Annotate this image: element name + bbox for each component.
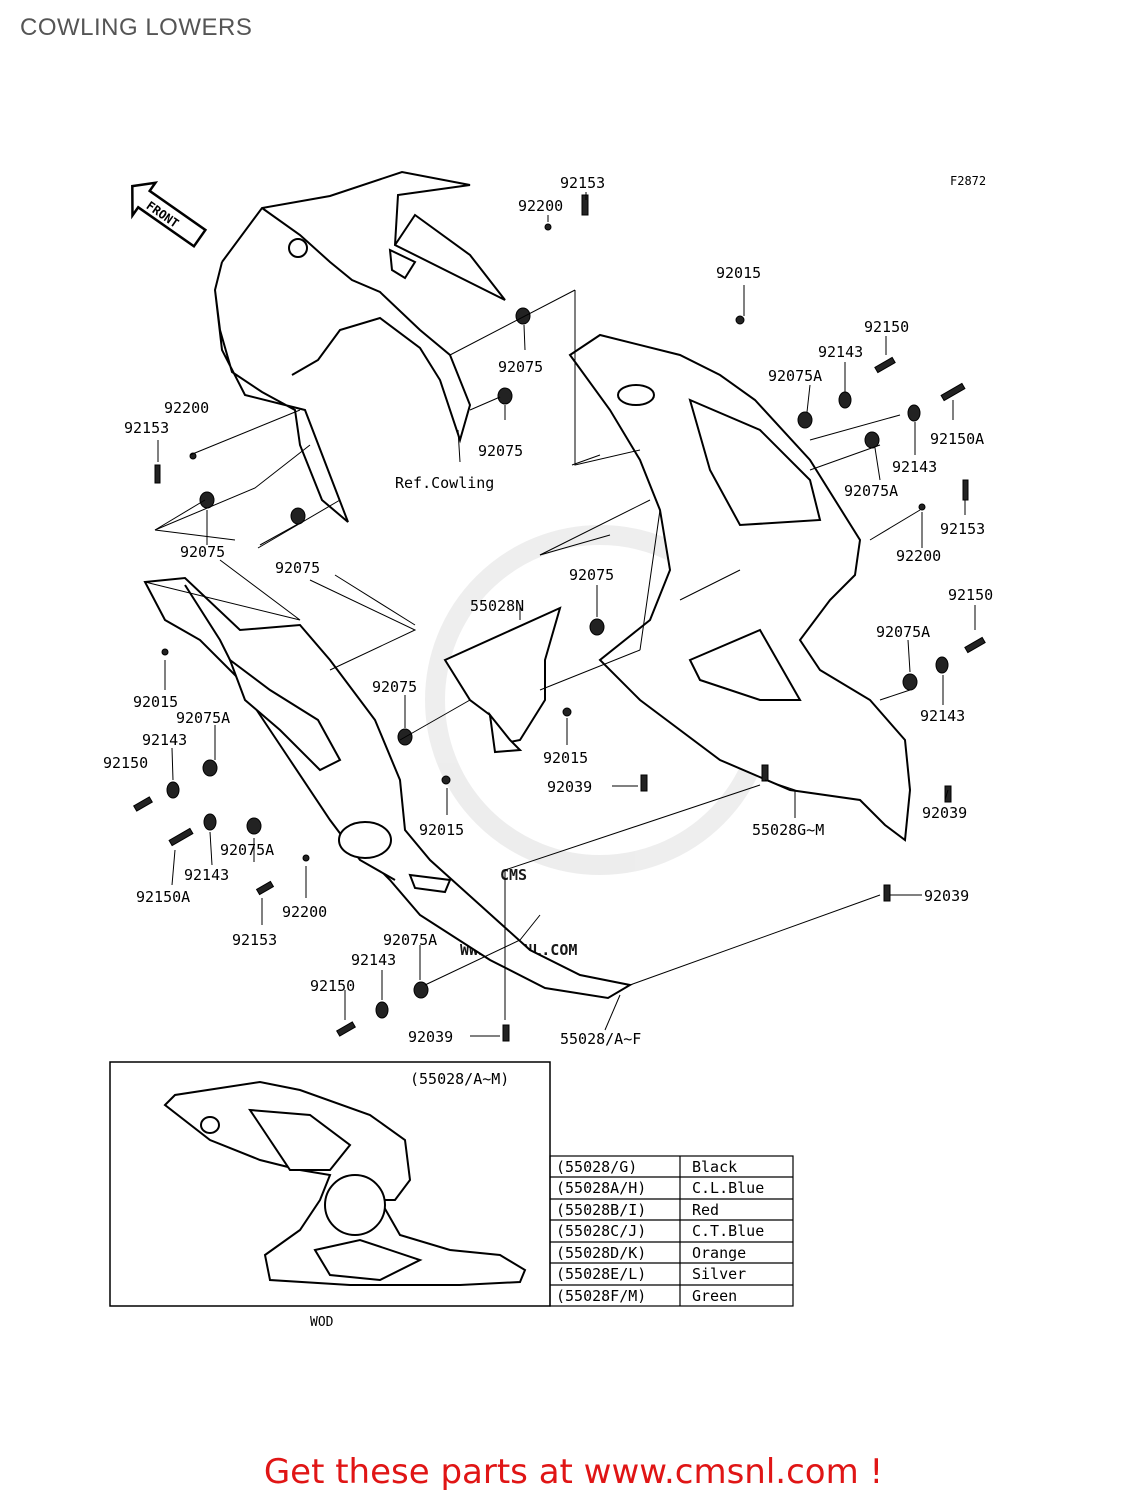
fastener-icons	[133, 194, 986, 1042]
table-row: (55028F/M) Green	[556, 1287, 737, 1305]
part-label: 92143	[142, 731, 187, 749]
part-label: 92143	[892, 458, 937, 476]
part-label: 92075A	[220, 841, 274, 859]
part-label: 92150	[864, 318, 909, 336]
part-label: 92075	[478, 442, 523, 460]
part-label: 92150	[310, 977, 355, 995]
part-label: 92015	[133, 693, 178, 711]
table-row: (55028B/I) Red	[556, 1201, 719, 1219]
table-cell-code: (55028/G)	[556, 1158, 637, 1176]
part-label: 92015	[543, 749, 588, 767]
part-label: 92153	[232, 931, 277, 949]
part-label: 92150	[948, 586, 993, 604]
part-label: 92150A	[930, 430, 984, 448]
part-label: 55028N	[470, 597, 524, 615]
part-label: 92039	[547, 778, 592, 796]
part-label: 92075A	[876, 623, 930, 641]
table-cell-color: Green	[692, 1287, 737, 1305]
table-cell-code: (55028F/M)	[556, 1287, 646, 1305]
part-label: 92075A	[768, 367, 822, 385]
part-label: 92075A	[383, 931, 437, 949]
table-cell-color: C.L.Blue	[692, 1179, 764, 1197]
part-label: 92039	[924, 887, 969, 905]
table-cell-code: (55028A/H)	[556, 1179, 646, 1197]
part-label: 92075A	[844, 482, 898, 500]
part-number-labels: 92153 92200 92015 92150 92143 92075A 920…	[103, 174, 993, 1048]
figure-code: F2872	[950, 174, 986, 188]
part-label: 92015	[419, 821, 464, 839]
table-cell-color: Orange	[692, 1244, 746, 1262]
part-label: 92075	[498, 358, 543, 376]
part-label: 92015	[716, 264, 761, 282]
part-label: 92039	[922, 804, 967, 822]
table-cell-color: Black	[692, 1158, 737, 1176]
table-row: (55028/G) Black	[556, 1158, 737, 1176]
inset-box: (55028/A~M) WOD	[109, 1061, 551, 1330]
part-label: 92075A	[176, 709, 230, 727]
part-label: 92075	[569, 566, 614, 584]
shop-link[interactable]: Get these parts at www.cmsnl.com !	[263, 1452, 884, 1492]
upper-cowling-outline	[213, 170, 506, 523]
part-label: 92153	[124, 419, 169, 437]
part-label: 92150A	[136, 888, 190, 906]
part-label: 92153	[560, 174, 605, 192]
part-label: 55028G~M	[752, 821, 824, 839]
part-label: 92200	[282, 903, 327, 921]
table-cell-code: (55028C/J)	[556, 1222, 646, 1240]
table-row: (55028A/H) C.L.Blue	[556, 1179, 764, 1197]
part-label: 92143	[920, 707, 965, 725]
table-cell-color: Red	[692, 1201, 719, 1219]
table-row: (55028C/J) C.T.Blue	[556, 1222, 764, 1240]
part-label: 92153	[940, 520, 985, 538]
part-label: 92143	[351, 951, 396, 969]
part-label: 92200	[164, 399, 209, 417]
part-label: 92039	[408, 1028, 453, 1046]
part-label: 92200	[896, 547, 941, 565]
ref-cowling-label: Ref.Cowling	[395, 474, 494, 492]
inset-title: (55028/A~M)	[410, 1070, 509, 1088]
table-cell-color: Silver	[692, 1265, 746, 1283]
inset-cowling-outline	[163, 1080, 527, 1286]
part-label: 92075	[275, 559, 320, 577]
page-title: COWLING LOWERS	[20, 14, 253, 41]
part-label: 92143	[184, 866, 229, 884]
table-cell-code: (55028E/L)	[556, 1265, 646, 1283]
part-label: 92200	[518, 197, 563, 215]
table-row: (55028E/L) Silver	[556, 1265, 746, 1283]
table-row: (55028D/K) Orange	[556, 1244, 746, 1262]
leader-lines	[144, 192, 976, 1037]
watermark-main: CMS	[500, 866, 527, 884]
part-label: 92150	[103, 754, 148, 772]
table-cell-code: (55028B/I)	[556, 1201, 646, 1219]
part-label: 55028/A~F	[560, 1030, 641, 1048]
table-cell-color: C.T.Blue	[692, 1222, 764, 1240]
part-label: 92075	[180, 543, 225, 561]
part-label: 92075	[372, 678, 417, 696]
part-label: 92143	[818, 343, 863, 361]
color-table: (55028/G) Black (55028A/H) C.L.Blue (550…	[549, 1155, 794, 1307]
right-lower-cowling-outline	[568, 333, 912, 842]
inset-caption: WOD	[310, 1315, 334, 1330]
table-cell-code: (55028D/K)	[556, 1244, 646, 1262]
inner-panel-outline	[443, 606, 562, 754]
front-arrow-icon: FRONT	[131, 181, 208, 249]
